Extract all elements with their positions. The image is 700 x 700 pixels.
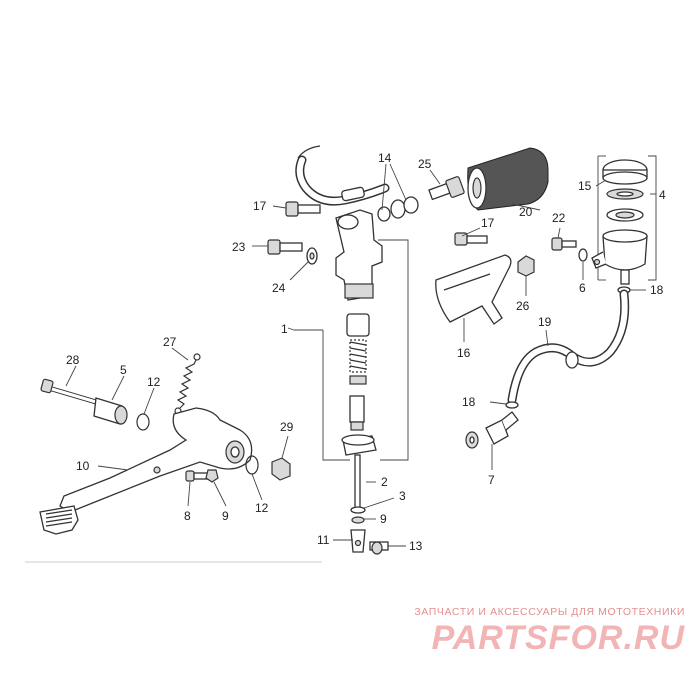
callout-19: 19	[538, 315, 552, 329]
callout-15: 15	[578, 179, 592, 193]
part-12-oring-right	[245, 455, 259, 475]
callout-8: 8	[184, 509, 191, 523]
hose-19	[507, 289, 630, 405]
part-5-bushing	[93, 397, 128, 425]
callout-29: 29	[280, 420, 294, 434]
part-24-washer	[306, 247, 318, 265]
callout-14: 14	[378, 151, 392, 165]
part-8-bolt	[185, 470, 209, 482]
part-14-washers	[377, 196, 419, 222]
callout-16: 16	[457, 346, 471, 360]
leader-lines	[65, 163, 656, 547]
part-2-pushrod	[354, 454, 361, 510]
callout-6: 6	[579, 281, 586, 295]
callout-12-left: 12	[147, 375, 161, 389]
watermark-logo: PARTSFOR.RU	[431, 619, 685, 657]
part-3-nut	[350, 506, 366, 514]
part-25-bolt	[428, 176, 465, 201]
part-12-oring-left	[136, 413, 150, 431]
callout-3: 3	[399, 489, 406, 503]
part-15-cap	[602, 159, 648, 222]
master-cylinder-body	[335, 209, 383, 301]
part-18-clamp-bottom	[505, 401, 519, 409]
callout-2: 2	[381, 475, 388, 489]
reservoir-body	[591, 229, 648, 285]
assembly-bracket-1	[294, 239, 409, 461]
callout-18-top: 18	[650, 283, 664, 297]
part-9-nut-pedal	[205, 469, 219, 483]
callout-17-right: 17	[481, 216, 495, 230]
callout-17-left: 17	[253, 199, 267, 213]
callout-28: 28	[66, 353, 80, 367]
part-10-brake-pedal	[39, 407, 253, 535]
callout-26: 26	[516, 299, 530, 313]
callout-4: 4	[659, 188, 666, 202]
callout-18-bottom: 18	[462, 395, 476, 409]
part-6-washer	[578, 248, 588, 262]
part-16-bracket	[435, 254, 512, 325]
callout-13: 13	[409, 539, 423, 553]
callout-9-rod: 9	[380, 512, 387, 526]
callout-23: 23	[232, 240, 246, 254]
piston-stack	[341, 313, 377, 456]
part-22-bolt	[551, 237, 577, 251]
callout-1: 1	[281, 322, 288, 336]
callout-25: 25	[418, 157, 432, 171]
part-29-nut	[271, 457, 291, 481]
part-11-clevis	[350, 529, 366, 553]
part-13-pin	[369, 541, 389, 555]
part-28-bolt	[40, 378, 97, 405]
part-9-nut-rod	[351, 516, 365, 524]
callout-20: 20	[519, 205, 533, 219]
part-17-bolt-right	[454, 232, 488, 246]
part-27-spring	[174, 353, 201, 415]
watermark: ЗАПЧАСТИ И АКСЕССУАРЫ ДЛЯ МОТОТЕХНИКИ PA…	[385, 606, 685, 658]
callout-7: 7	[488, 473, 495, 487]
callout-10: 10	[76, 459, 90, 473]
watermark-tagline: ЗАПЧАСТИ И АКСЕССУАРЫ ДЛЯ МОТОТЕХНИКИ	[414, 606, 685, 618]
callout-27: 27	[163, 335, 177, 349]
part-26-nut	[517, 255, 535, 277]
callout-5: 5	[120, 363, 127, 377]
part-20-cover	[467, 147, 549, 211]
callout-labels: 1 2 3 4 5 6 7 8 9 9 10 11 12 12 13 14 15…	[66, 151, 666, 553]
callout-11: 11	[317, 533, 330, 547]
callout-24: 24	[272, 281, 286, 295]
frame-line	[297, 145, 321, 159]
part-23-bolt	[267, 239, 303, 255]
part-7-fitting	[465, 411, 519, 449]
part-17-bolt-left	[285, 201, 321, 217]
callout-22: 22	[552, 211, 566, 225]
callout-12-right: 12	[255, 501, 269, 515]
hose-14	[295, 155, 390, 206]
callout-9-pedal: 9	[222, 509, 229, 523]
